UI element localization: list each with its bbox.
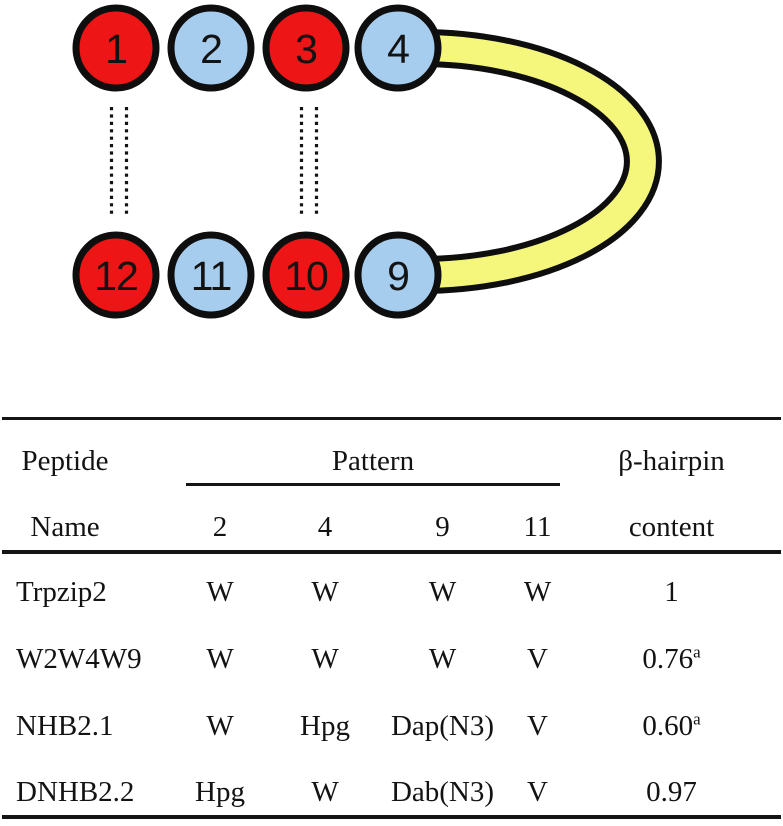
residue-circle-4 [354, 4, 442, 92]
table-bottom-rule [2, 815, 781, 819]
pattern-2-cell: Hpg [195, 776, 245, 808]
table-top-rule [2, 417, 781, 420]
residue-label-12: 12 [94, 253, 138, 299]
residue-circle-2 [167, 4, 255, 92]
footnote-marker: a [693, 642, 701, 662]
residue-label-11: 11 [191, 253, 232, 299]
peptide-name-cell: DNHB2.2 [16, 776, 135, 808]
pattern-11-cell: V [527, 643, 548, 675]
pattern-11-cell: W [523, 576, 552, 608]
pattern-2-cell: W [206, 576, 234, 608]
pattern-4-cell: W [311, 643, 339, 675]
pattern-11-cell: V [527, 710, 548, 742]
pattern-9-cell: Dab(N3) [390, 776, 495, 808]
residue-circle-1 [72, 4, 160, 92]
residue-circle-9 [354, 231, 442, 319]
table-row: Trpzip2 W W W W 1 [0, 572, 783, 612]
table-row: DNHB2.2 Hpg W Dab(N3) V 0.97 [0, 772, 783, 812]
table-row: W2W4W9 W W W V 0.76a [0, 639, 783, 679]
col-header-hairpin-line2: content [628, 511, 715, 543]
hairpin-content-cell: 0.76a [642, 642, 701, 675]
col-header-pos-9: 9 [435, 511, 450, 543]
pattern-underline [186, 483, 560, 486]
residue-circle-12 [72, 231, 160, 319]
hairpin-content-cell: 0.60a [642, 709, 701, 742]
pattern-4-cell: Hpg [300, 710, 350, 742]
loop-ribbon-fill [419, 35, 656, 288]
peptide-name-cell: NHB2.1 [16, 710, 114, 742]
residue-label-1: 1 [105, 26, 127, 72]
peptide-name-cell: W2W4W9 [16, 643, 142, 675]
col-header-pos-11: 11 [523, 511, 552, 543]
hairpin-content-cell: 1 [664, 576, 679, 608]
residue-circle-3 [262, 4, 350, 92]
residue-label-2: 2 [200, 26, 222, 72]
residue-circle-10 [262, 231, 350, 319]
residue-label-4: 4 [387, 26, 409, 72]
peptide-name-cell: Trpzip2 [16, 576, 107, 608]
hairpin-diagram: 1 2 3 4 12 11 10 9 [72, 4, 662, 319]
loop-ribbon-outline [419, 29, 662, 294]
hairpin-content-cell: 0.97 [646, 776, 697, 808]
residue-label-3: 3 [295, 26, 317, 72]
pattern-9-cell: W [428, 576, 457, 608]
residue-circle-11 [167, 231, 255, 319]
pattern-9-cell: W [428, 643, 457, 675]
residue-label-10: 10 [284, 253, 328, 299]
col-header-pos-2: 2 [212, 511, 228, 543]
col-header-name: Name [30, 511, 100, 543]
col-header-pos-4: 4 [317, 511, 333, 543]
pattern-2-cell: W [206, 643, 234, 675]
table-row: NHB2.1 W Hpg Dap(N3) V 0.60a [0, 706, 783, 746]
table-header-rule [2, 550, 781, 554]
col-header-pattern: Pattern [331, 445, 415, 477]
pattern-9-cell: Dap(N3) [390, 710, 495, 742]
residue-label-9: 9 [387, 253, 409, 299]
col-header-peptide: Peptide [21, 445, 109, 477]
pattern-11-cell: V [527, 776, 548, 808]
pattern-4-cell: W [311, 776, 339, 808]
col-header-hairpin-line1: β-hairpin [618, 445, 725, 477]
footnote-marker: a [693, 709, 701, 729]
pattern-2-cell: W [206, 710, 234, 742]
pattern-4-cell: W [311, 576, 339, 608]
